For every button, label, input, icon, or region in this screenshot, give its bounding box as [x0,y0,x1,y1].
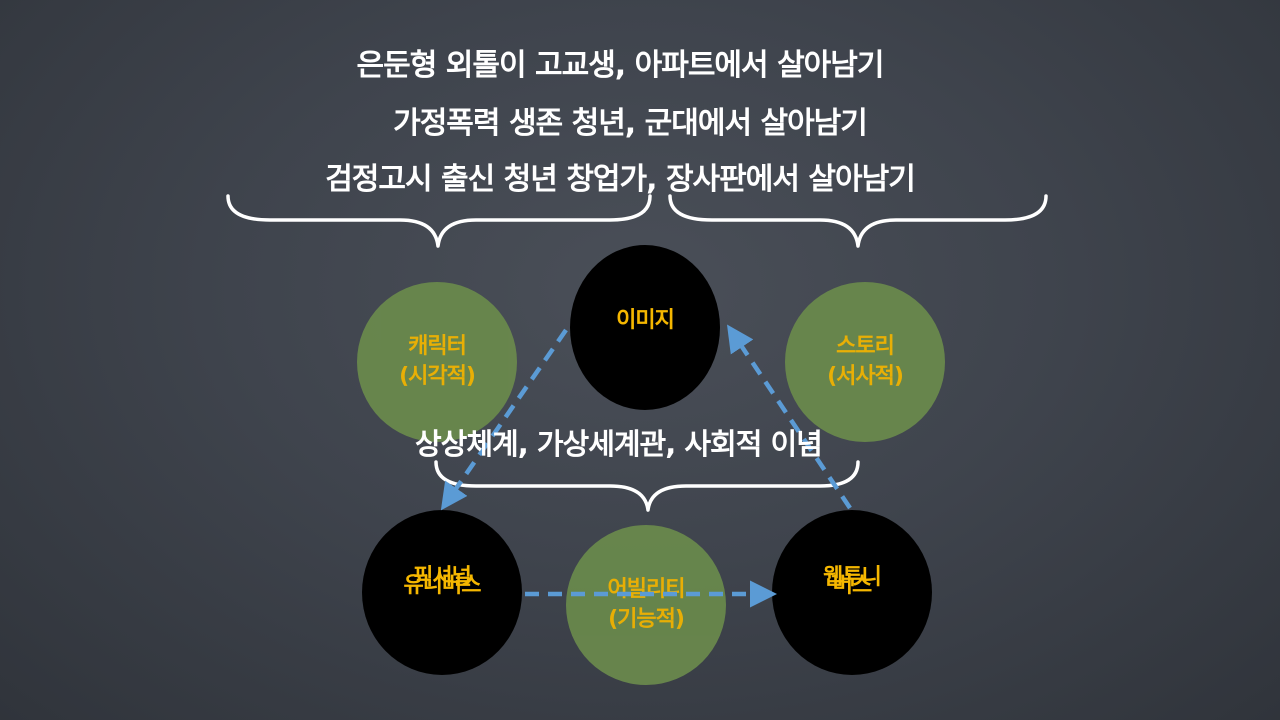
headline-3: 검정고시 출신 청년 창업가, 장사판에서 살아남기 [325,162,916,197]
brace-top-left [226,194,652,248]
world-caption: 상상체계, 가상세계관, 사회적 이념 [415,427,823,461]
node-fictional-universe: 픽셔널 유니버스 [362,510,522,675]
node-webtoon-universe: 웹투니 버스 [772,510,932,675]
node-character-sublabel: (시각적) [399,364,476,389]
brace-world [434,460,860,512]
node-webtoon-universe-sublabel: 버스 [832,572,872,598]
node-ability-label: 어빌리티 [607,577,686,602]
headline-2: 가정폭력 생존 청년, 군대에서 살아남기 [393,106,868,141]
node-image: 이미지 [570,245,720,410]
node-story-sublabel: (서사적) [827,364,904,389]
node-fictional-universe-sublabel: 유니버스 [403,572,482,598]
brace-top-right [668,194,1048,248]
node-character-label: 캐릭터 [408,334,467,359]
node-character: 캐릭터 (시각적) [357,282,517,442]
node-ability: 어빌리티 (기능적) [566,525,726,685]
node-webtoon-universe-label: 웹투니 [823,564,882,590]
node-ability-sublabel: (기능적) [608,607,685,632]
node-fictional-universe-label: 픽셔널 [413,564,472,590]
node-story: 스토리 (서사적) [785,282,945,442]
node-story-label: 스토리 [836,334,895,359]
node-image-label: 이미지 [616,307,675,333]
headline-1: 은둔형 외톨이 고교생, 아파트에서 살아남기 [356,48,885,83]
